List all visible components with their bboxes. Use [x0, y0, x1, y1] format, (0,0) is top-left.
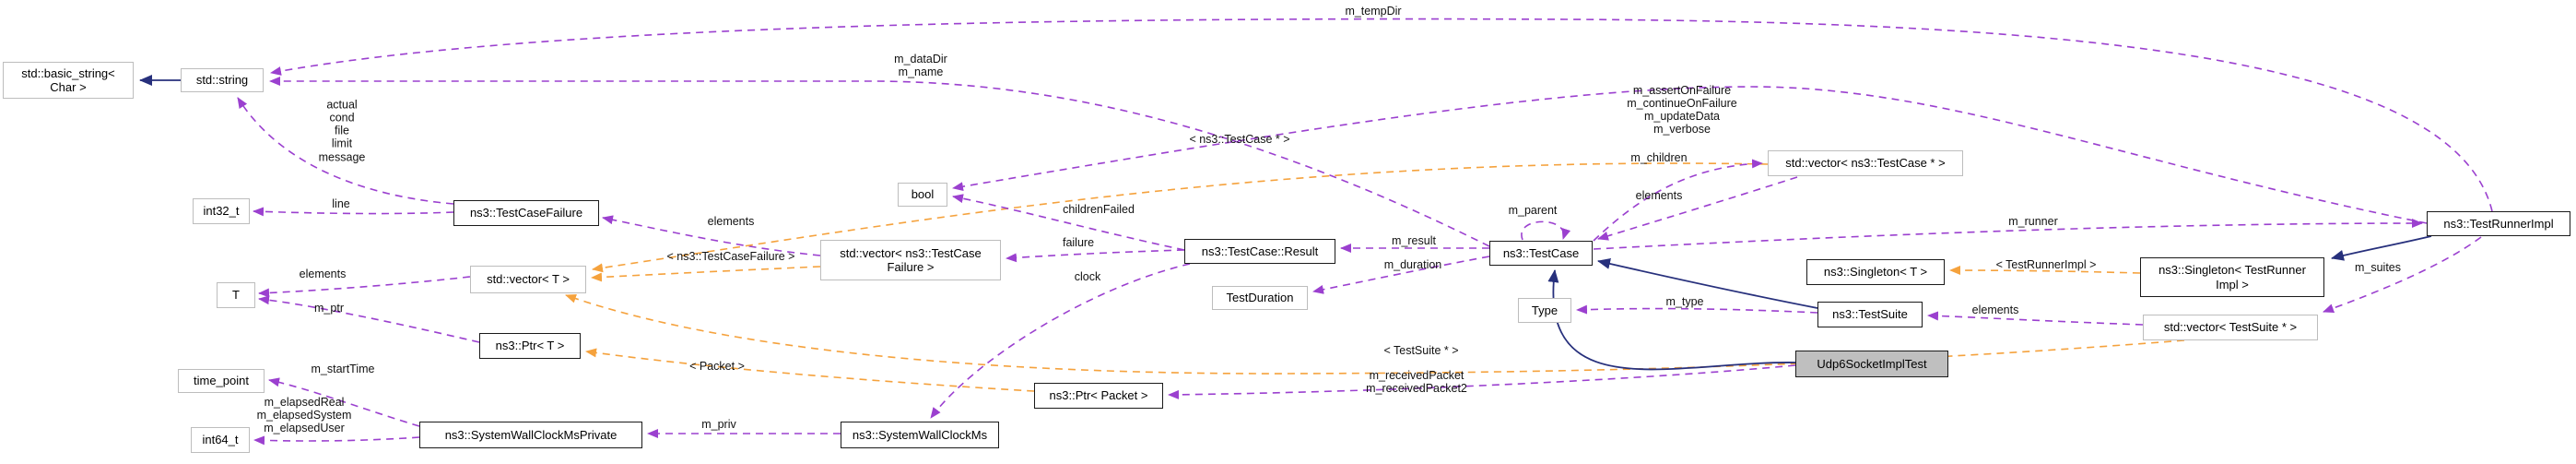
- edge-elements-vector-t: [258, 276, 471, 298]
- edge-label-m-startTime: m_startTime: [311, 362, 375, 375]
- edge-label-tmpl-testcase-ptr: < ns3::TestCase * >: [1189, 132, 1290, 146]
- edge-label-elements-testsuite: elements: [1971, 303, 2019, 316]
- edge-label-m-priv: m_priv: [701, 417, 736, 431]
- edge-m-startTime: [268, 377, 420, 427]
- class-node-ptr-packet[interactable]: ns3::Ptr< Packet >: [1034, 383, 1163, 409]
- class-node-testrunnerimpl[interactable]: ns3::TestRunnerImpl: [2427, 211, 2570, 236]
- edge-label-line: line: [332, 196, 350, 210]
- edge-tmpl-testrunnerimpl: [1949, 266, 2141, 276]
- edge-label-m-elapsed: m_elapsedReal m_elapsedSystem m_elapsedU…: [256, 395, 352, 435]
- class-node-udp6socketimpltest: Udp6SocketImplTest: [1795, 351, 1948, 377]
- class-node-singleton-tri[interactable]: ns3::Singleton< TestRunner Impl >: [2140, 257, 2324, 297]
- edge-label-failure: failure: [1062, 235, 1095, 249]
- edge-m-ptr: [258, 295, 480, 343]
- class-node-type: Type: [1518, 298, 1571, 323]
- edge-label-tcf-strings: actual cond file limit message: [318, 98, 366, 164]
- edge-udp6-inherits-testcase: [1547, 269, 1796, 371]
- edge-childrenFailed: [952, 194, 1185, 251]
- class-node-vector-testsuite-ptr: std::vector< TestSuite * >: [2143, 315, 2318, 340]
- class-node-testcase[interactable]: ns3::TestCase: [1489, 241, 1593, 266]
- edge-line: [253, 207, 454, 217]
- edge-label-m-dataDir-m-name: m_dataDir m_name: [894, 52, 947, 78]
- edge-label-tmpl-testcasefailure: < ns3::TestCaseFailure >: [666, 249, 795, 263]
- edge-clock: [930, 263, 1191, 419]
- edge-runner-bools: [952, 86, 2428, 224]
- class-node-t: T: [217, 282, 255, 308]
- class-node-swcms-private[interactable]: ns3::SystemWallClockMsPrivate: [419, 422, 642, 448]
- edge-tri-inherits-singleton: [2331, 235, 2432, 261]
- edge-label-childrenFailed: childrenFailed: [1063, 202, 1135, 216]
- edge-label-m-tempDir: m_tempDir: [1345, 4, 1402, 18]
- edge-m-receivedPacket: [1168, 364, 1796, 399]
- edge-testsuite-inherits-testcase: [1597, 258, 1818, 309]
- class-node-vector-tcf: std::vector< ns3::TestCase Failure >: [820, 240, 1001, 280]
- edge-label-m-suites: m_suites: [2354, 260, 2402, 274]
- edge-label-elements-tcf: elements: [707, 214, 755, 228]
- edge-elements-testcase: [1597, 176, 1798, 241]
- edge-tcf-strings: [237, 97, 454, 205]
- class-node-time-point: time_point: [178, 369, 265, 393]
- edge-label-elements-testcase: elements: [1635, 188, 1683, 202]
- class-node-int32-t: int32_t: [193, 198, 250, 224]
- edge-label-m-receivedPacket: m_receivedPacket m_receivedPacket2: [1366, 368, 1467, 395]
- edge-m-type: [1576, 304, 1818, 315]
- edge-label-tmpl-testrunnerimpl: < TestRunnerImpl >: [1995, 257, 2097, 271]
- class-node-singleton-t[interactable]: ns3::Singleton< T >: [1806, 259, 1945, 285]
- edge-tmpl-testcasefailure: [591, 266, 821, 282]
- edge-label-m-type: m_type: [1665, 294, 1704, 308]
- edge-label-runner-bools: m_assertOnFailure m_continueOnFailure m_…: [1627, 83, 1737, 137]
- edge-label-m-result: m_result: [1392, 233, 1436, 247]
- edge-label-m-duration: m_duration: [1383, 257, 1442, 271]
- edge-elements-tcf: [602, 215, 821, 256]
- edge-m-suites: [2323, 236, 2482, 313]
- class-node-vector-t: std::vector< T >: [470, 266, 586, 293]
- class-node-basic-string: std::basic_string< Char >: [3, 62, 134, 99]
- edge-label-clock: clock: [1074, 269, 1101, 283]
- edge-m-duration: [1312, 256, 1490, 294]
- class-node-testsuite[interactable]: ns3::TestSuite: [1817, 302, 1923, 327]
- edge-tmpl-packet: [585, 348, 1035, 392]
- edge-label-m-children: m_children: [1630, 150, 1688, 164]
- edge-label-m-ptr: m_ptr: [314, 301, 344, 315]
- edge-m-elapsed: [253, 435, 420, 446]
- edge-label-tmpl-packet: < Packet >: [689, 359, 745, 373]
- edge-m-dataDir-m-name: [269, 77, 1490, 247]
- class-node-vector-testcase-ptr: std::vector< ns3::TestCase * >: [1768, 150, 1963, 176]
- edge-failure: [1006, 249, 1185, 263]
- edge-label-m-parent: m_parent: [1508, 203, 1558, 217]
- class-node-int64-t: int64_t: [191, 427, 250, 453]
- class-node-testduration: TestDuration: [1212, 286, 1308, 310]
- edge-m-parent: [1521, 220, 1571, 241]
- edge-label-tmpl-testsuite-ptr: < TestSuite * >: [1383, 343, 1459, 357]
- class-node-ptr-t[interactable]: ns3::Ptr< T >: [479, 333, 581, 359]
- edge-m-tempDir: [270, 18, 2493, 212]
- edge-m-children: [1593, 159, 1763, 242]
- class-node-swcms[interactable]: ns3::SystemWallClockMs: [841, 422, 999, 448]
- class-node-testcasefailure[interactable]: ns3::TestCaseFailure: [453, 200, 599, 226]
- class-node-std-string: std::string: [181, 68, 264, 92]
- edge-label-m-runner: m_runner: [2008, 214, 2058, 228]
- edge-elements-testsuite: [1927, 311, 2144, 326]
- class-node-result[interactable]: ns3::TestCase::Result: [1184, 239, 1335, 264]
- class-node-bool: bool: [898, 183, 947, 207]
- edge-label-elements-vector-t: elements: [299, 267, 347, 280]
- edge-m-runner: [1593, 219, 2423, 250]
